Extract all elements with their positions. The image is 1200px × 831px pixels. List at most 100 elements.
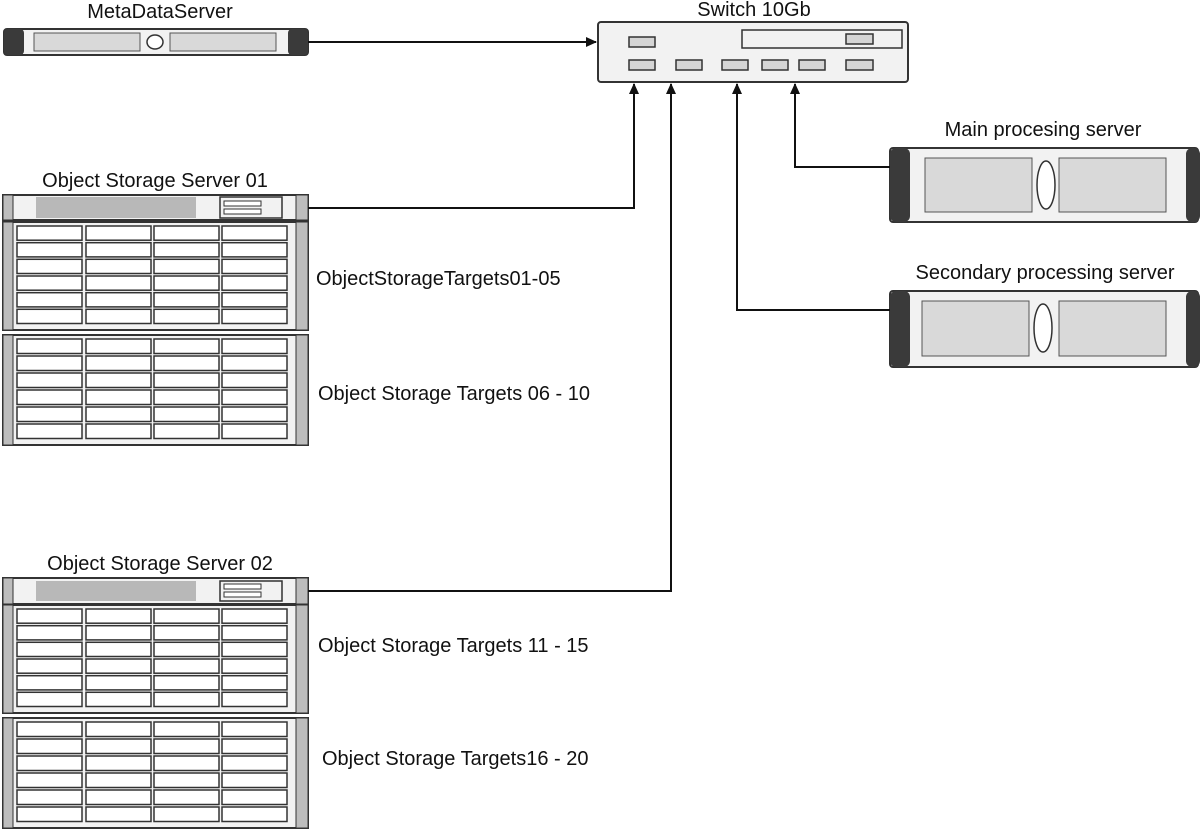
drive-bay-icon bbox=[85, 624, 152, 641]
drive-bay-icon bbox=[221, 641, 288, 658]
drive-bay-icon bbox=[221, 372, 288, 389]
drive-bay-icon bbox=[85, 674, 152, 691]
metadata-server-label: MetaDataServer bbox=[87, 1, 233, 23]
drive-bay-icon bbox=[16, 608, 83, 624]
drive-bay-icon bbox=[16, 738, 83, 755]
disk-enclosure-11-15 bbox=[2, 604, 309, 714]
drive-bay-icon bbox=[153, 772, 220, 789]
drive-bay-icon bbox=[153, 608, 220, 624]
drive-bay-icon bbox=[85, 691, 152, 708]
drive-bay-icon bbox=[85, 772, 152, 789]
drive-bay-icon bbox=[153, 308, 220, 325]
drive-bay-icon bbox=[221, 608, 288, 624]
rack-ear-icon bbox=[1186, 148, 1200, 222]
targets-16-20-label: Object Storage Targets16 - 20 bbox=[322, 748, 588, 770]
rack-ear-icon bbox=[288, 29, 308, 55]
switch: Switch 10Gb bbox=[597, 0, 909, 83]
drive-bay-icon bbox=[221, 674, 288, 691]
drive-bay-icon bbox=[16, 691, 83, 708]
drive-bay-icon bbox=[85, 275, 152, 291]
drive-bay-icon bbox=[153, 423, 220, 440]
drive-bay-icon bbox=[221, 721, 288, 738]
drive-bay-icon bbox=[16, 225, 83, 241]
disk-enclosure-16-20 bbox=[2, 717, 309, 829]
drive-bay-icon bbox=[16, 755, 83, 772]
drive-bay-icon bbox=[16, 674, 83, 691]
drive-bay-icon bbox=[153, 624, 220, 641]
targets-06-10-label: Object Storage Targets 06 - 10 bbox=[318, 383, 590, 405]
drive-bay-icon bbox=[221, 406, 288, 423]
drive-bay-icon bbox=[221, 789, 288, 806]
port-icon bbox=[798, 59, 826, 71]
drive-bay-icon bbox=[16, 241, 83, 258]
drive-bay-icon bbox=[85, 355, 152, 372]
drive-bay-icon bbox=[16, 641, 83, 658]
drive-bay-icon bbox=[16, 406, 83, 423]
drive-bay-icon bbox=[85, 608, 152, 624]
drive-bay-icon bbox=[221, 772, 288, 789]
drive-bay-icon bbox=[153, 389, 220, 406]
drive-bay-icon bbox=[153, 691, 220, 708]
drive-bay-icon bbox=[221, 308, 288, 325]
drive-bay-icon bbox=[153, 338, 220, 355]
port-icon bbox=[845, 33, 874, 45]
drive-bay-icon bbox=[153, 806, 220, 823]
drive-bay-icon bbox=[221, 355, 288, 372]
drive-bay-icon bbox=[221, 691, 288, 708]
metadata-server: MetaDataServer bbox=[3, 1, 309, 56]
drive-bay-icon bbox=[85, 338, 152, 355]
drive-bay-icon bbox=[153, 406, 220, 423]
drive-bay-icon bbox=[85, 372, 152, 389]
rack-ear-icon bbox=[4, 29, 24, 55]
drive-bay-icon bbox=[85, 241, 152, 258]
port-icon bbox=[761, 59, 789, 71]
drive-bay-icon bbox=[85, 258, 152, 275]
port-icon bbox=[845, 59, 874, 71]
main-server-label: Main procesing server bbox=[945, 119, 1142, 141]
drive-bay-icon bbox=[85, 406, 152, 423]
targets-11-15-label: Object Storage Targets 11 - 15 bbox=[318, 635, 589, 657]
oss02-label: Object Storage Server 02 bbox=[47, 553, 273, 575]
drive-bay-icon bbox=[153, 372, 220, 389]
drive-bay-icon bbox=[85, 225, 152, 241]
drive-bay-icon bbox=[221, 755, 288, 772]
drive-bay-icon bbox=[85, 738, 152, 755]
drive-bay-icon bbox=[16, 372, 83, 389]
drive-bay-icon bbox=[16, 423, 83, 440]
drive-bay-icon bbox=[85, 806, 152, 823]
port-icon bbox=[628, 59, 656, 71]
drive-bay-icon bbox=[153, 275, 220, 291]
drive-bay-icon bbox=[153, 355, 220, 372]
targets-01-05-label: ObjectStorageTargets01-05 bbox=[316, 268, 561, 290]
drive-bay-icon bbox=[221, 806, 288, 823]
rack-ear-icon bbox=[890, 291, 910, 367]
drive-bay-icon bbox=[85, 423, 152, 440]
disk-enclosure-01-05 bbox=[2, 221, 309, 331]
drive-bay-icon bbox=[153, 789, 220, 806]
drive-bay-icon bbox=[16, 308, 83, 325]
drive-bay-icon bbox=[16, 291, 83, 308]
drive-bay-icon bbox=[16, 338, 83, 355]
drive-bay-icon bbox=[221, 738, 288, 755]
rack-ear-icon bbox=[890, 148, 910, 222]
link-oss02-to-switch bbox=[308, 83, 676, 592]
drive-bay-icon bbox=[221, 275, 288, 291]
drive-bay-icon bbox=[1036, 160, 1056, 210]
drive-bay-icon bbox=[85, 755, 152, 772]
drive-bay-icon bbox=[85, 641, 152, 658]
link-secondary-to-switch bbox=[732, 83, 890, 311]
port-icon bbox=[628, 36, 656, 48]
drive-bay-icon bbox=[153, 641, 220, 658]
drive-bay-icon bbox=[16, 355, 83, 372]
drive-bay-icon bbox=[153, 721, 220, 738]
port-icon bbox=[675, 59, 703, 71]
drive-bay-icon bbox=[221, 241, 288, 258]
drive-bay-icon bbox=[16, 721, 83, 738]
link-oss01-to-switch bbox=[308, 83, 639, 209]
switch-label: Switch 10Gb bbox=[697, 0, 810, 21]
port-icon bbox=[721, 59, 749, 71]
drive-bay-icon bbox=[221, 291, 288, 308]
drive-bay-icon bbox=[16, 275, 83, 291]
drive-bay-icon bbox=[221, 338, 288, 355]
